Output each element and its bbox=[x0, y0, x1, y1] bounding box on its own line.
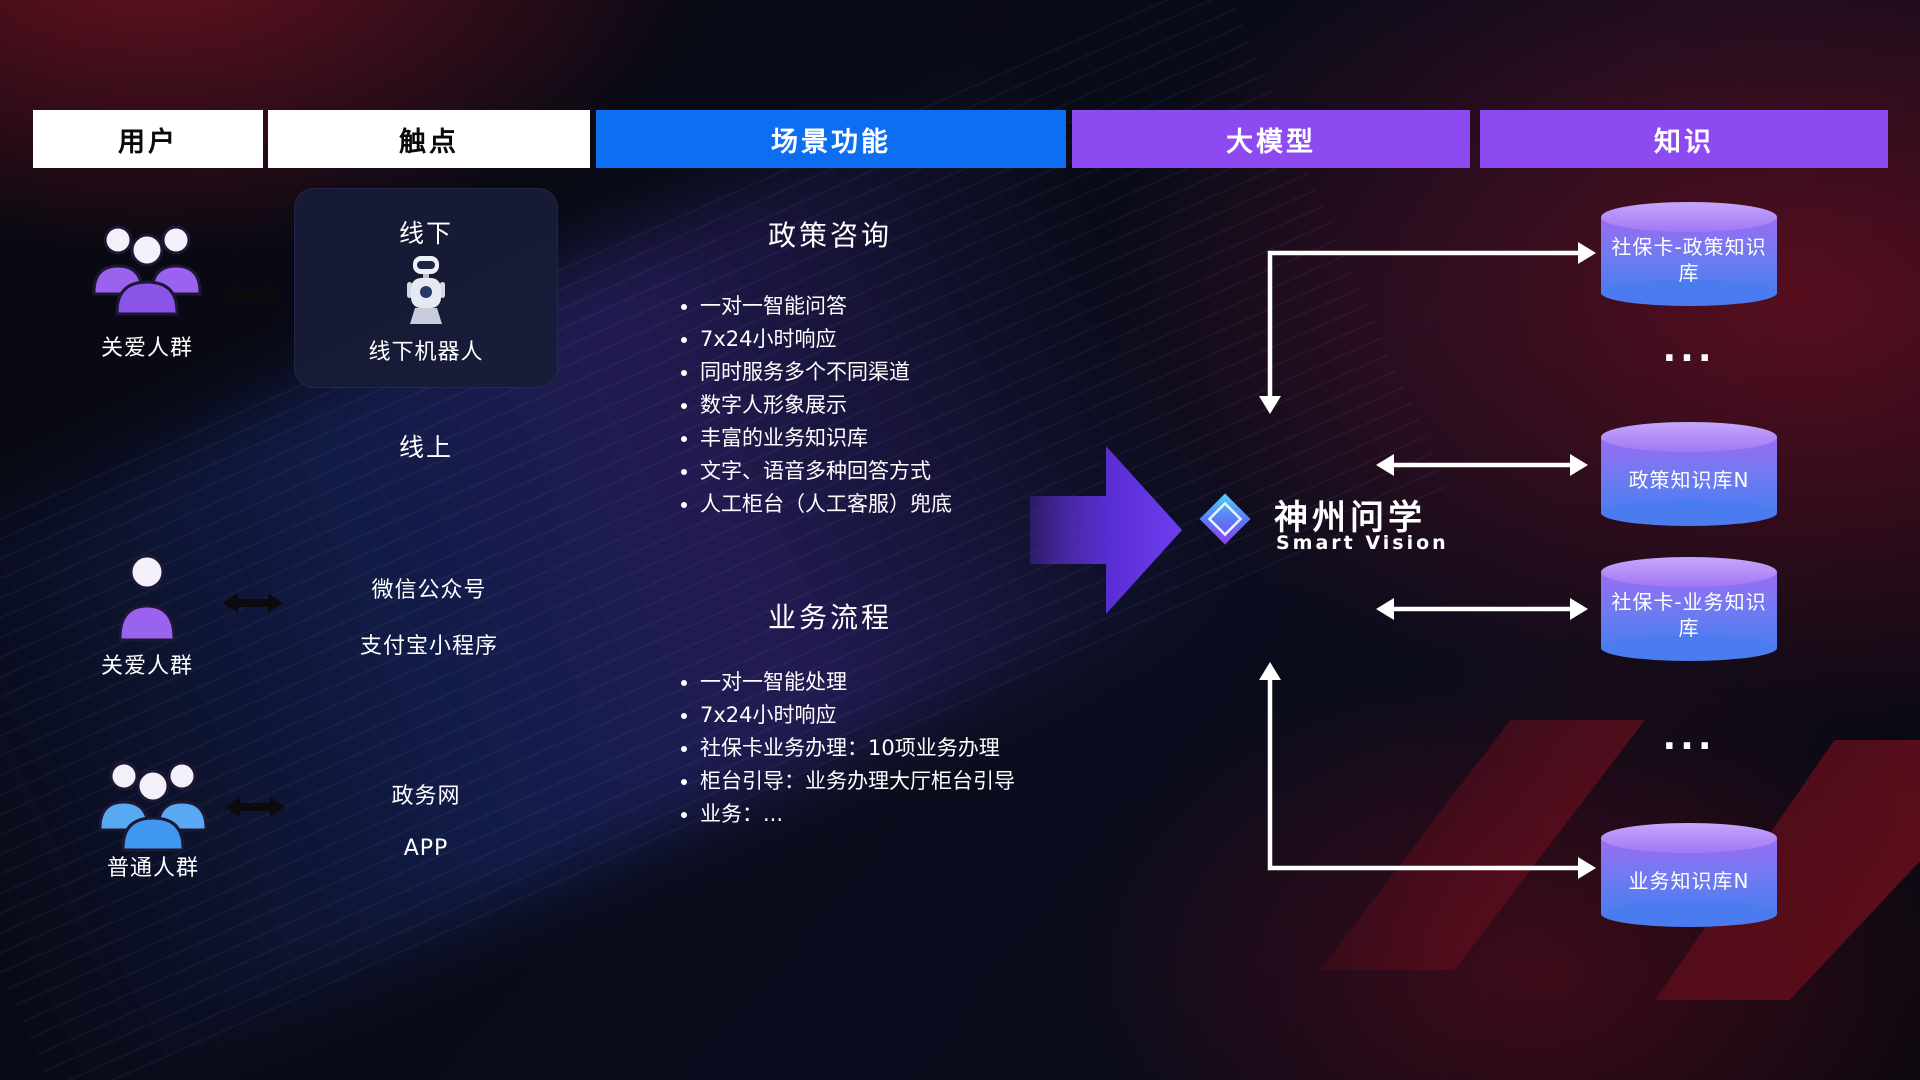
bullet-item: 同时服务多个不同渠道 bbox=[676, 356, 952, 389]
bullet-item: 丰富的业务知识库 bbox=[676, 422, 952, 455]
bullet-text: 人工柜台（人工客服）兜底 bbox=[700, 492, 952, 516]
bullet-text: 一对一智能处理 bbox=[700, 670, 847, 694]
robot-icon bbox=[403, 252, 449, 334]
offline-robot-label: 线下机器人 bbox=[368, 340, 484, 365]
bullet-item: 柜台引导：业务办理大厅柜台引导 bbox=[676, 765, 1015, 798]
knowledge-db-social-business: 社保卡-业务知识库 bbox=[1601, 557, 1777, 661]
bullet-text: 柜台引导：业务办理大厅柜台引导 bbox=[700, 769, 1015, 793]
user-group-purple-icon bbox=[82, 212, 212, 320]
db-cylinder-bottom bbox=[1601, 500, 1777, 526]
knowledge-db-policy-n: 政策知识库N bbox=[1601, 422, 1777, 526]
user-group-blue-icon bbox=[88, 748, 218, 856]
bullet-item: 一对一智能问答 bbox=[676, 290, 952, 323]
db-cylinder-bottom bbox=[1601, 901, 1777, 927]
db-label: 政策知识库N bbox=[1628, 468, 1750, 492]
brand-name: 神州问学 bbox=[1274, 498, 1426, 538]
header-touchpoints: 触点 bbox=[268, 110, 590, 168]
online-title: 线上 bbox=[398, 433, 454, 462]
header-scene-functions: 场景功能 bbox=[596, 110, 1066, 168]
business-process-bullets: 一对一智能处理 7x24小时响应 社保卡业务办理：10项业务办理 柜台引导：业务… bbox=[676, 666, 1015, 831]
double-arrow-icon bbox=[222, 590, 284, 620]
db-label: 社保卡-政策知识库 bbox=[1611, 235, 1767, 285]
scene-title-business-process: 业务流程 bbox=[767, 601, 893, 634]
bullet-text: 业务：... bbox=[700, 802, 784, 826]
db-label: 业务知识库N bbox=[1628, 869, 1750, 893]
gov-web-channel-label: 政务网 bbox=[391, 784, 461, 809]
db-cylinder-top bbox=[1601, 422, 1777, 452]
bullet-text: 丰富的业务知识库 bbox=[700, 426, 868, 450]
bullet-item: 业务：... bbox=[676, 798, 1015, 831]
offline-title: 线下 bbox=[398, 219, 454, 248]
db-cylinder-bottom bbox=[1601, 635, 1777, 661]
app-channel-label: APP bbox=[403, 836, 449, 861]
bullet-item: 7x24小时响应 bbox=[676, 699, 1015, 732]
db-cylinder-top bbox=[1601, 557, 1777, 587]
bullet-text: 社保卡业务办理：10项业务办理 bbox=[700, 736, 1000, 760]
db-cylinder-bottom bbox=[1601, 280, 1777, 306]
brand-subtitle: Smart Vision bbox=[1276, 532, 1449, 554]
user-group-2-label: 关爱人群 bbox=[100, 654, 194, 679]
bullet-text: 一对一智能问答 bbox=[700, 294, 847, 318]
bullet-item: 文字、语音多种回答方式 bbox=[676, 455, 952, 488]
user-group-1-label: 关爱人群 bbox=[100, 336, 194, 361]
bullet-text: 同时服务多个不同渠道 bbox=[700, 360, 910, 384]
user-group-3-label: 普通人群 bbox=[106, 856, 200, 881]
header-llm-label: 大模型 bbox=[1226, 126, 1316, 158]
header-knowledge: 知识 bbox=[1480, 110, 1888, 168]
header-touchpoints-label: 触点 bbox=[399, 126, 459, 158]
double-arrow-icon bbox=[222, 282, 284, 312]
header-knowledge-label: 知识 bbox=[1654, 126, 1714, 158]
bullet-item: 社保卡业务办理：10项业务办理 bbox=[676, 732, 1015, 765]
wechat-channel-label: 微信公众号 bbox=[371, 578, 487, 603]
bullet-text: 数字人形象展示 bbox=[700, 393, 847, 417]
bullet-item: 数字人形象展示 bbox=[676, 389, 952, 422]
user-person-purple-icon bbox=[112, 548, 182, 646]
bullet-item: 一对一智能处理 bbox=[676, 666, 1015, 699]
ellipsis-bottom: ... bbox=[1662, 717, 1716, 758]
knowledge-db-business-n: 业务知识库N bbox=[1601, 823, 1777, 927]
header-scene-functions-label: 场景功能 bbox=[771, 126, 891, 158]
bullet-text: 7x24小时响应 bbox=[700, 327, 837, 351]
flow-arrow bbox=[1030, 446, 1182, 614]
header-llm: 大模型 bbox=[1072, 110, 1470, 168]
double-arrow-icon bbox=[224, 794, 286, 824]
header-users-label: 用户 bbox=[118, 126, 178, 158]
ellipsis-top: ... bbox=[1662, 329, 1716, 370]
db-label: 社保卡-业务知识库 bbox=[1611, 590, 1767, 640]
alipay-channel-label: 支付宝小程序 bbox=[359, 634, 499, 659]
bullet-item: 7x24小时响应 bbox=[676, 323, 952, 356]
knowledge-db-social-policy: 社保卡-政策知识库 bbox=[1601, 202, 1777, 306]
db-cylinder-top bbox=[1601, 202, 1777, 232]
background-chevron bbox=[1320, 720, 1645, 970]
brand-diamond-icon bbox=[1192, 486, 1258, 556]
bullet-text: 文字、语音多种回答方式 bbox=[700, 459, 931, 483]
bullet-text: 7x24小时响应 bbox=[700, 703, 837, 727]
bullet-item: 人工柜台（人工客服）兜底 bbox=[676, 488, 952, 521]
header-users: 用户 bbox=[33, 110, 263, 168]
policy-consult-bullets: 一对一智能问答 7x24小时响应 同时服务多个不同渠道 数字人形象展示 丰富的业… bbox=[676, 290, 952, 521]
scene-title-policy-consult: 政策咨询 bbox=[767, 219, 893, 252]
